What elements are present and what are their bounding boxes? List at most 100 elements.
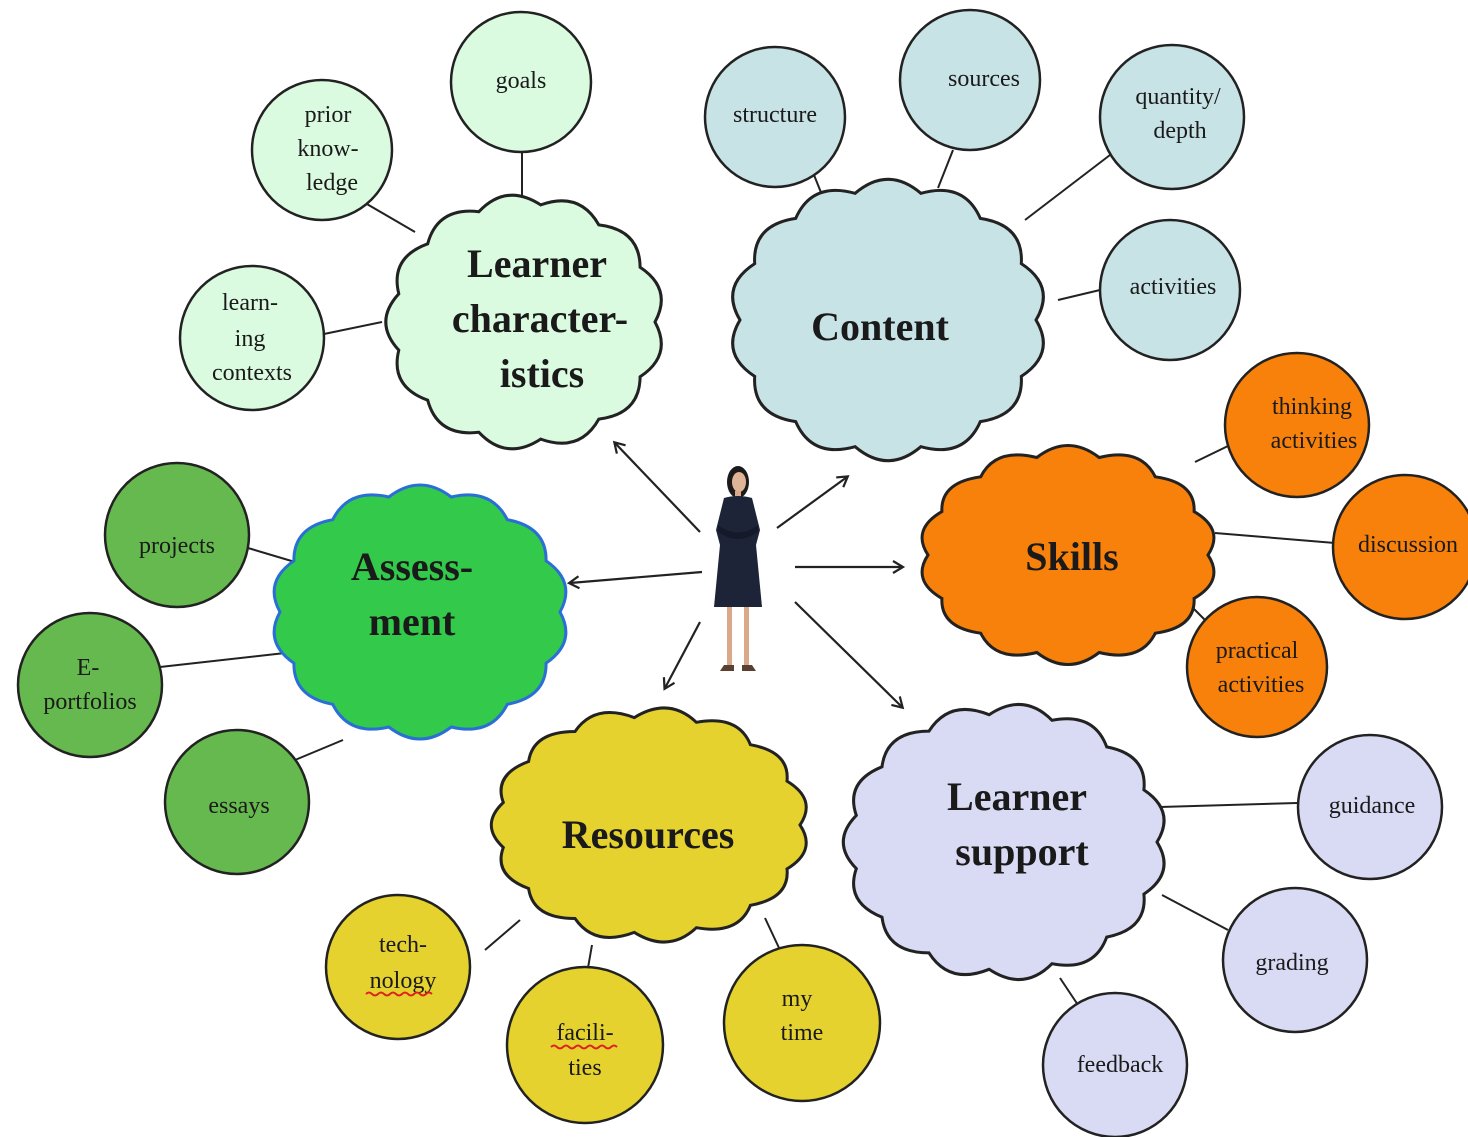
arrow-to-support	[794, 601, 905, 710]
support-cloud-shape	[841, 702, 1166, 982]
satellite-guidance: guidance	[1296, 733, 1444, 881]
satellite-label: tech-	[379, 932, 427, 958]
satellite-circle	[449, 10, 593, 154]
satellite-circle	[1296, 733, 1444, 881]
svg-text:grading: grading	[1255, 950, 1328, 976]
satellite-label: my	[782, 986, 813, 1012]
satellite-label: quantity/	[1135, 84, 1221, 110]
satellite-label: ing	[235, 326, 266, 352]
svg-text:facili-ties: facili-ties	[556, 1020, 613, 1081]
svg-text:feedback: feedback	[1077, 1052, 1164, 1078]
person-left-shoe	[720, 665, 734, 671]
satellite-circle	[324, 893, 472, 1041]
arrow-to-learner	[612, 440, 701, 533]
satellite-circle	[178, 264, 326, 412]
satellite-label: know-	[297, 136, 358, 162]
svg-text:quantity/depth: quantity/depth	[1135, 84, 1221, 144]
satellite-circle	[1041, 991, 1189, 1137]
satellite-label: portfolios	[43, 689, 136, 715]
satellite-circle	[505, 965, 665, 1125]
svg-text:projects: projects	[139, 533, 215, 559]
satellite-circle	[250, 78, 394, 222]
satellite-circle	[163, 728, 311, 876]
skills-cloud-line-1: Skills	[1025, 534, 1118, 579]
satellite-label: ledge	[306, 170, 358, 196]
learner-cloud-line-3: istics	[500, 351, 584, 396]
assessment-cloud-line-2: ment	[369, 599, 456, 644]
content-cloud: Content	[731, 177, 1045, 463]
assessment-cloud: Assess-ment	[272, 483, 568, 741]
satellite-label: activities	[1271, 428, 1358, 454]
skills-cloud-shape	[920, 444, 1216, 666]
svg-text:guidance: guidance	[1329, 793, 1416, 819]
satellite-label: grading	[1255, 950, 1328, 976]
resources-cloud-shape	[489, 706, 808, 944]
person-right-leg	[744, 607, 749, 667]
person-left-leg	[727, 607, 732, 667]
satellite-grading: grading	[1221, 886, 1369, 1034]
svg-text:tech-nology: tech-nology	[370, 932, 437, 994]
satellite-goals: goals	[449, 10, 593, 154]
satellite-label: essays	[208, 793, 269, 819]
satellite-label: ties	[568, 1055, 601, 1081]
svg-text:activities: activities	[1130, 274, 1217, 300]
person-figure	[714, 466, 762, 671]
satellite-essays: essays	[163, 728, 311, 876]
satellite-label: sources	[948, 66, 1020, 92]
satellite-label: structure	[733, 102, 817, 128]
svg-text:structure: structure	[733, 102, 817, 128]
resources-cloud: Resources	[489, 706, 808, 944]
svg-text:Resources: Resources	[562, 812, 735, 857]
person-right-shoe	[742, 665, 756, 671]
svg-text:Assess-ment: Assess-ment	[351, 544, 473, 644]
learner-cloud-shape	[384, 193, 663, 451]
arrow-to-assessment	[566, 570, 703, 590]
learner-cloud-line-1: Learner	[467, 241, 607, 286]
content-cloud-shape	[731, 177, 1045, 463]
assessment-cloud-shape	[272, 483, 568, 741]
person-arms	[718, 525, 758, 539]
satellite-label: guidance	[1329, 793, 1416, 819]
satellite-circle	[103, 461, 251, 609]
svg-text:goals: goals	[496, 68, 547, 94]
svg-text:essays: essays	[208, 793, 269, 819]
satellite-label: discussion	[1358, 532, 1458, 558]
connector-lines	[159, 148, 1336, 1006]
svg-text:Content: Content	[811, 304, 949, 349]
person-face	[732, 472, 746, 492]
arrow-to-resources	[662, 621, 701, 691]
satellite-label: feedback	[1077, 1052, 1164, 1078]
svg-text:E-portfolios: E-portfolios	[43, 655, 136, 715]
satellite-label: time	[781, 1020, 824, 1046]
assessment-cloud-line-1: Assess-	[351, 544, 473, 589]
satellite-circle	[1185, 595, 1329, 739]
arrow-to-content	[776, 475, 850, 529]
satellite-structure: structure	[703, 45, 847, 189]
satellite-projects: projects	[103, 461, 251, 609]
satellite-label: contexts	[212, 360, 292, 386]
satellite-label: facili-	[556, 1020, 613, 1046]
svg-text:Skills: Skills	[1025, 534, 1118, 579]
satellite-label: activities	[1130, 274, 1217, 300]
satellite-quantity-depth: quantity/depth	[1098, 43, 1246, 191]
satellite-circle	[703, 45, 847, 189]
person-dress	[714, 496, 762, 607]
satellite-learning-contexts: learn-ing contexts	[178, 264, 326, 412]
satellite-sources: sources	[898, 8, 1042, 152]
satellite-label: learn-	[222, 290, 278, 316]
satellite-circle	[898, 8, 1042, 152]
satellite-circle	[722, 943, 882, 1103]
support-cloud-line-2: support	[955, 829, 1089, 874]
satellite-my-time: my time	[722, 943, 882, 1103]
satellite-circle	[1221, 886, 1369, 1034]
svg-text:sources: sources	[948, 66, 1020, 92]
